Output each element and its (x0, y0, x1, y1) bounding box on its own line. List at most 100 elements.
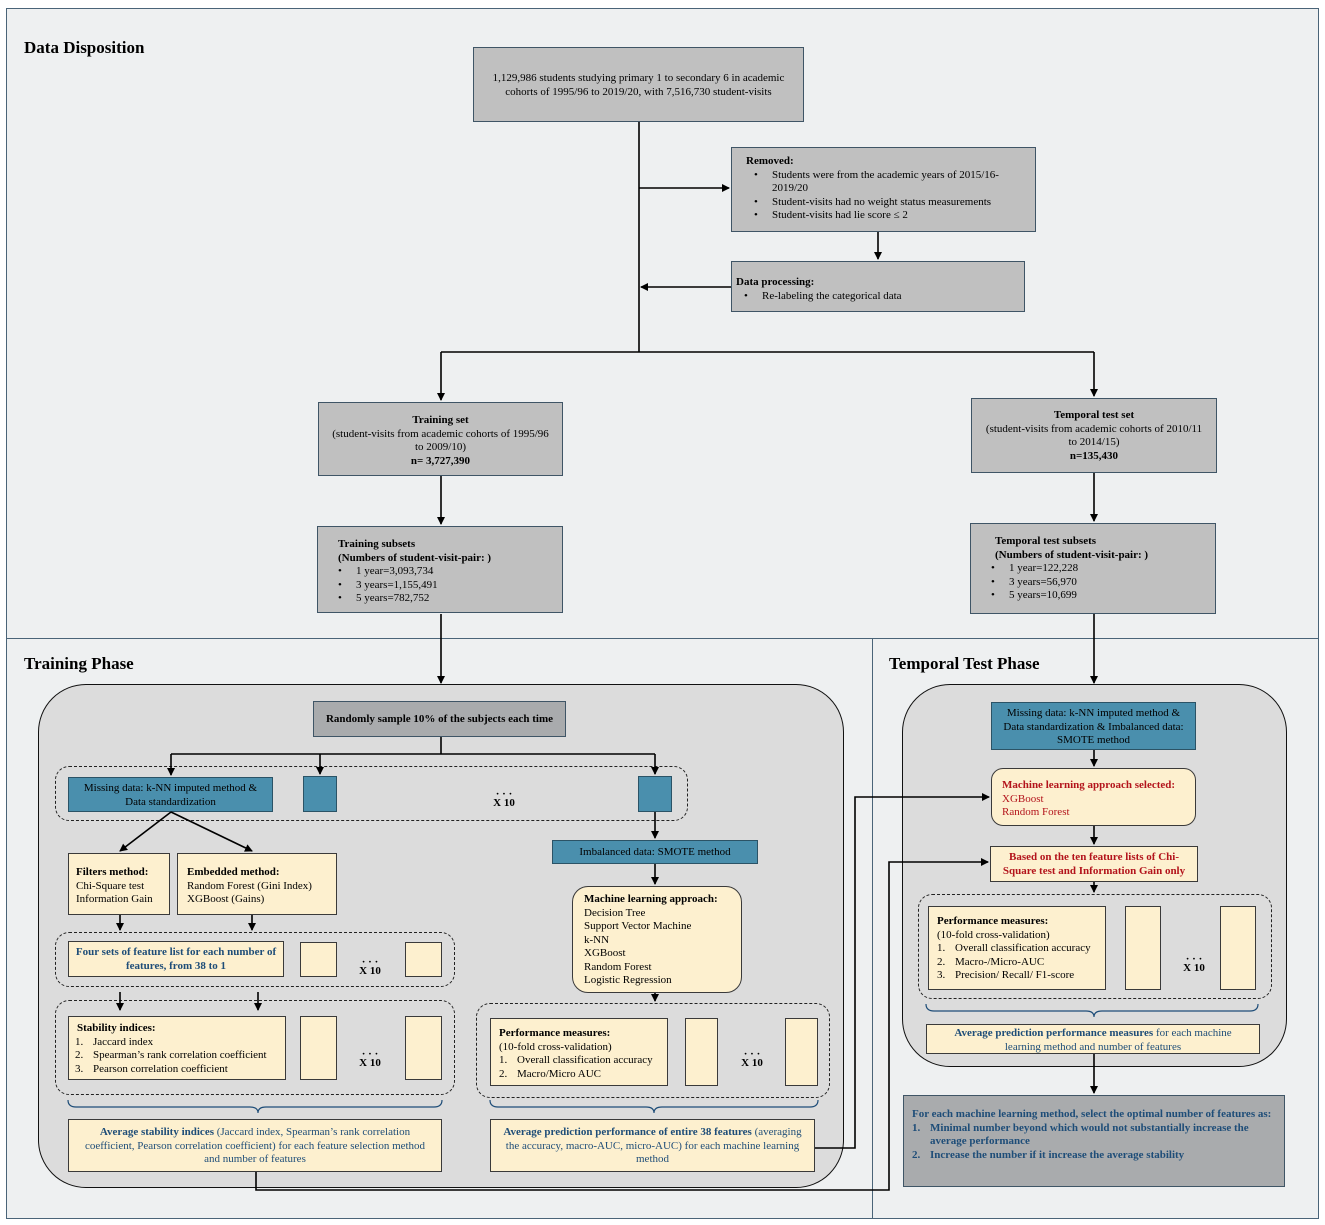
performance-repeat-box (685, 1018, 718, 1086)
temporal-set-n: n=135,430 (1069, 449, 1119, 462)
temporal-subsets-subtitle: (Numbers of student-visit-pair: ) (995, 548, 1149, 561)
preprocessing-group (55, 766, 688, 821)
training-set-n: n= 3,727,390 (410, 454, 471, 467)
temporal-performance-box: Performance measures: (10-fold cross-val… (928, 906, 1106, 990)
training-set-title: Training set (412, 414, 469, 426)
stability-indices-title: Stability indices: (77, 1022, 156, 1034)
optimal-features-intro: For each machine learning method, select… (912, 1108, 1272, 1120)
data-processing-list: Re-labeling the categorical data (736, 290, 1020, 304)
training-subsets-list: 1 year=3,093,7343 years=1,155,4915 years… (332, 565, 542, 606)
temporal-subsets-title: Temporal test subsets (995, 535, 1097, 547)
stability-repeat-box-last (405, 1016, 442, 1080)
temporal-performance-item: Macro-/Micro-AUC (937, 955, 1045, 969)
temporal-performance-sub: (10-fold cross-validation) (937, 928, 1050, 941)
training-set-box: Training set (student-visits from academ… (318, 402, 563, 476)
embedded-method-title: Embedded method: (187, 866, 280, 878)
embedded-item: Random Forest (Gini Index) (187, 879, 312, 892)
random-sample-text: Randomly sample 10% of the subjects each… (325, 713, 553, 725)
temporal-subsets-box: Temporal test subsets (Numbers of studen… (970, 523, 1216, 614)
ml-approach-box: Machine learning approach: Decision Tree… (572, 886, 742, 993)
random-sample-box: Randomly sample 10% of the subjects each… (313, 701, 566, 737)
temporal-subsets-list: 1 year=122,2283 years=56,9705 years=10,6… (985, 562, 1191, 603)
temporal-performance-title-line: Performance measures: (937, 915, 1097, 929)
temporal-performance-item: Precision/ Recall/ F1-score (937, 969, 1075, 982)
embedded-method-box: Embedded method: Random Forest (Gini Ind… (177, 853, 337, 915)
data-processing-title: Data processing: (736, 276, 815, 288)
performance-item: Macro/Micro AUC (499, 1067, 602, 1081)
removed-item: Students were from the academic years of… (754, 169, 1021, 196)
temporal-performance-repeat-box (1125, 906, 1161, 990)
ml-item: Logistic Regression (584, 974, 672, 986)
stability-repeat-box (300, 1016, 337, 1080)
smote-box: Imbalanced data: SMOTE method (552, 840, 758, 864)
performance-item: Overall classification accuracy (499, 1054, 653, 1067)
temporal-set-title: Temporal test set (1053, 409, 1135, 421)
performance-measures-box: Performance measures: (10-fold cross-val… (490, 1018, 668, 1086)
ml-selected-box: Machine learning approach selected: XGBo… (991, 768, 1196, 826)
training-subsets-subtitle: (Numbers of student-visit-pair: ) (338, 551, 492, 564)
data-processing-box: Data processing: Re-labeling the categor… (731, 261, 1025, 312)
optimal-features-item: Increase the number if it increase the a… (912, 1148, 1185, 1162)
training-set-desc: (student-visits from academic cohorts of… (332, 427, 549, 454)
ml-approach-title: Machine learning approach: (584, 893, 718, 905)
feature-list-text: Four sets of feature list for each numbe… (75, 946, 277, 972)
training-subsets-box: Training subsets (Numbers of student-vis… (317, 526, 563, 613)
performance-measures-title-line: Performance measures: (499, 1027, 659, 1041)
performance-measures-title: Performance measures: (499, 1027, 611, 1039)
ml-item: k-NN (584, 933, 610, 946)
feature-lists-based-box: Based on the ten feature lists of Chi-Sq… (990, 846, 1198, 882)
performance-repeat-box-last (785, 1018, 818, 1086)
temporal-subset-item: 5 years=10,699 (991, 589, 1191, 603)
temporal-set-desc: (student-visits from academic cohorts of… (985, 422, 1203, 449)
stability-item: Jaccard index (75, 1035, 154, 1049)
removed-box: Removed: Students were from the academic… (731, 147, 1036, 232)
stability-item: Spearman’s rank correlation coefficient (75, 1049, 267, 1062)
embedded-item: XGBoost (Gains) (187, 893, 265, 905)
removed-title: Removed: (746, 155, 794, 167)
performance-measures-sub: (10-fold cross-validation) (499, 1040, 612, 1053)
training-subset-item: 1 year=3,093,734 (338, 565, 542, 579)
training-subset-item: 5 years=782,752 (338, 592, 542, 606)
ml-item: Support Vector Machine (584, 920, 692, 932)
temporal-performance-item: Overall classification accuracy (937, 942, 1091, 955)
smote-text: Imbalanced data: SMOTE method (579, 846, 731, 858)
removed-list: Students were from the academic years of… (746, 169, 1021, 223)
missing-data-repeat-box (303, 776, 337, 812)
cohort-start-text: 1,129,986 students studying primary 1 to… (492, 72, 785, 98)
training-subset-item: 3 years=1,155,491 (338, 579, 542, 593)
processing-item: Re-labeling the categorical data (744, 290, 1020, 304)
temporal-subset-item: 3 years=56,970 (991, 576, 1191, 590)
optimal-features-list: Minimal number beyond which would not su… (912, 1122, 1276, 1163)
missing-data-box: Missing data: k-NN imputed method & Data… (68, 777, 273, 812)
ml-item: Random Forest (584, 960, 652, 973)
temporal-preprocessing-box: Missing data: k-NN imputed method & Data… (991, 702, 1196, 750)
filters-method-title: Filters method: (76, 866, 149, 878)
feature-x10-label: · · ·X 10 (359, 956, 381, 977)
avg-stability-box: Average stability indices (Jaccard index… (68, 1119, 442, 1172)
temporal-performance-title: Performance measures: (937, 915, 1049, 927)
optimal-features-item: Minimal number beyond which would not su… (912, 1121, 1249, 1148)
repeat-x10-label: · · ·X 10 (493, 788, 515, 809)
missing-data-text: Missing data: k-NN imputed method & Data… (83, 782, 258, 808)
filters-item: Information Gain (76, 893, 153, 905)
optimal-features-box: For each machine learning method, select… (903, 1095, 1285, 1187)
filters-item: Chi-Square test (76, 879, 145, 892)
temporal-test-phase-heading: Temporal Test Phase (889, 654, 1040, 673)
missing-data-repeat-box-last (638, 776, 672, 812)
feature-lists-based-text: Based on the ten feature lists of Chi-Sq… (1002, 851, 1186, 877)
ml-selected-item: Random Forest (1002, 806, 1070, 818)
temporal-preprocessing-text: Missing data: k-NN imputed method & Data… (1003, 707, 1184, 746)
avg-stability-bold: Average stability indices (99, 1126, 214, 1138)
ml-selected-item: XGBoost (1002, 792, 1044, 805)
data-disposition-heading: Data Disposition (24, 38, 145, 57)
temporal-subset-item: 1 year=122,228 (991, 562, 1191, 576)
removed-item: Student-visits had no weight status meas… (754, 196, 1021, 210)
feature-list-repeat-box (300, 942, 337, 977)
stability-x10-label: · · ·X 10 (359, 1048, 381, 1069)
